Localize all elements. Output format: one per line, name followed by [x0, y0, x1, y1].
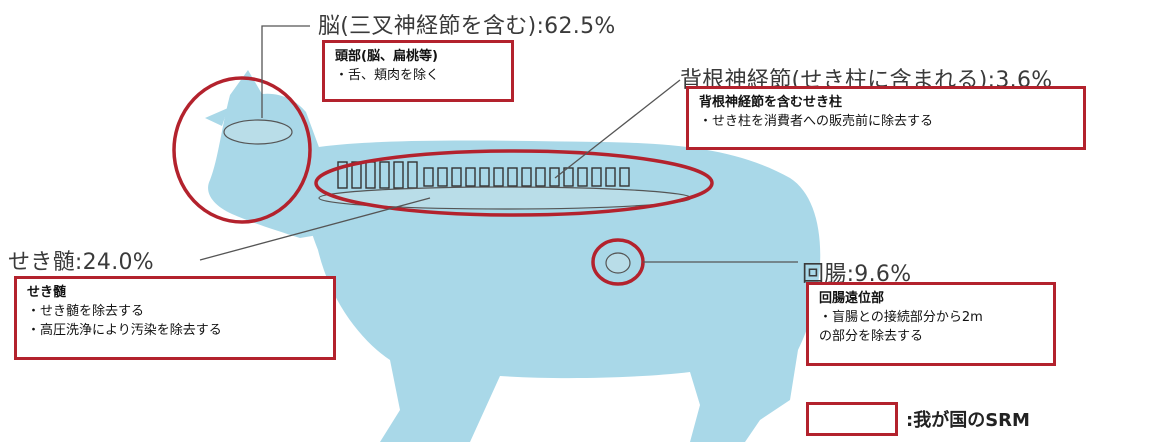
head-box-line-1: ・舌、頬肉を除く [335, 68, 440, 83]
legend-text: :我が国のSRM [906, 410, 1030, 431]
legend-swatch [806, 402, 898, 436]
srm-spine-circle [314, 149, 714, 217]
ileum-box-line-1: ・盲腸との接続部分から2m [819, 310, 983, 325]
brain-label: 脳(三叉神経節を含む):62.5% [318, 14, 616, 39]
spinal-cord-label: せき髄:24.0% [8, 250, 155, 275]
cow-silhouette [205, 70, 821, 442]
head-srm-box: 頭部(脳、扁桃等) ・舌、頬肉を除く [322, 40, 514, 102]
brain-shape [223, 119, 293, 145]
head-box-title: 頭部(脳、扁桃等) [335, 49, 438, 64]
cord-box-line-1: ・せき髄を除去する [27, 304, 145, 319]
spine-box-line-1: ・せき柱を消費者への販売前に除去する [699, 114, 934, 129]
spine-srm-box: 背根神経節を含むせき柱 ・せき柱を消費者への販売前に除去する [686, 86, 1086, 150]
ileum-shape [605, 252, 631, 274]
spine-box-title: 背根神経節を含むせき柱 [699, 95, 843, 110]
srm-head-circle [172, 76, 312, 224]
drg-leader-line [554, 79, 681, 179]
ileum-box-line-2: の部分を除去する [819, 329, 924, 344]
cord-leader-line [199, 197, 431, 261]
ileum-box-title: 回腸遠位部 [819, 291, 885, 306]
brain-leader-line [261, 25, 310, 118]
cord-box-line-2: ・高圧洗浄により汚染を除去する [27, 323, 222, 338]
vertebrae-segments [337, 161, 630, 189]
cord-srm-box: せき髄 ・せき髄を除去する ・高圧洗浄により汚染を除去する [14, 276, 336, 360]
cord-box-title: せき髄 [27, 285, 67, 300]
ileum-srm-box: 回腸遠位部 ・盲腸との接続部分から2m の部分を除去する [806, 282, 1056, 366]
